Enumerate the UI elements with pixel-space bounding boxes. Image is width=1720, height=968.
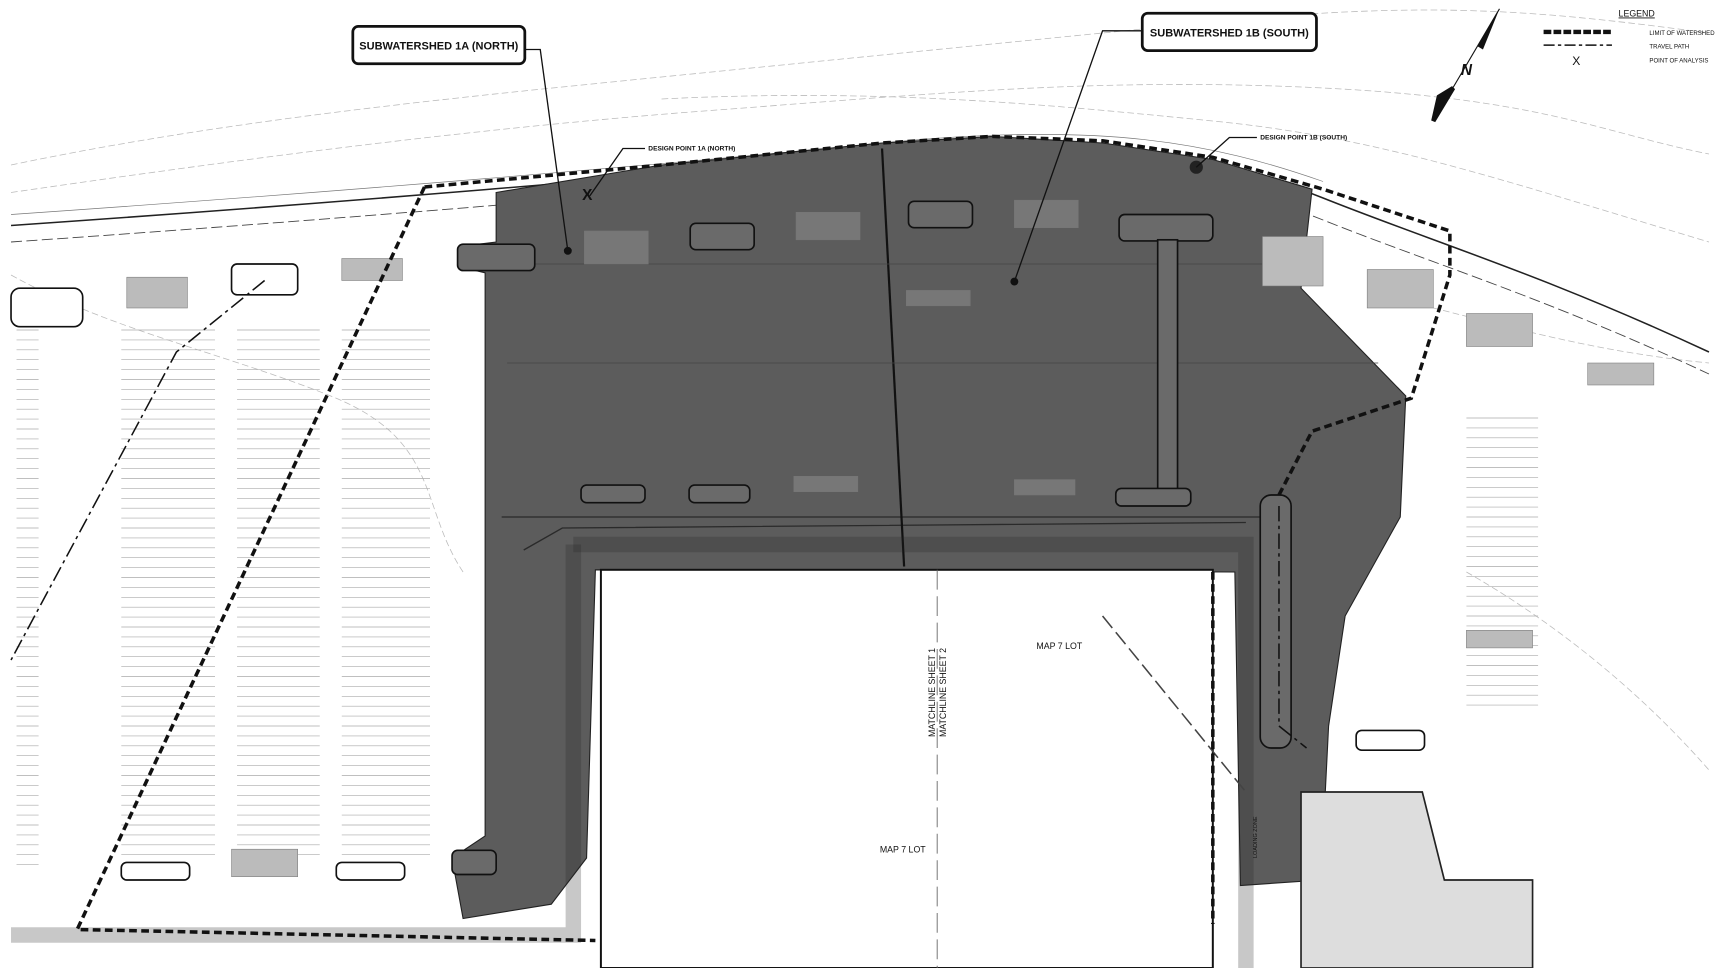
unshaded-islands — [10, 263, 1426, 881]
map-lot-lower-label: MAP 7 LOT — [880, 845, 926, 855]
legend-point-label: POINT OF ANALYSIS — [1649, 59, 1708, 65]
limit-of-watershed — [74, 134, 1452, 943]
matchline-sheet-1-label: MATCHLINE SHEET 1 — [927, 648, 937, 737]
travel-paths — [10, 279, 1308, 749]
north-arrow-icon: N — [1431, 8, 1500, 123]
point-of-analysis-north-marker: X — [582, 187, 593, 204]
topographic-contours — [10, 9, 1710, 771]
property-line — [1101, 615, 1247, 793]
subwatershed-1b-callout: SUBWATERSHED 1B (SOUTH) — [1140, 11, 1318, 52]
subwatershed-1a-label: SUBWATERSHED 1A (NORTH) — [359, 41, 518, 53]
leader-lines — [523, 30, 1257, 286]
legend: LEGEND LIMIT OF WATERSHED TRAVEL PATH X … — [1543, 9, 1715, 68]
parking-stripes — [16, 329, 1539, 865]
north-label: N — [1461, 62, 1473, 79]
landscape-islands — [451, 200, 1292, 876]
legend-travel-label: TRAVEL PATH — [1649, 44, 1689, 50]
hatched-areas — [126, 199, 1655, 877]
legend-point-symbol: X — [1572, 54, 1580, 68]
map-lot-upper-label: MAP 7 LOT — [1036, 641, 1082, 651]
design-point-1b-label: DESIGN POINT 1B (SOUTH) — [1260, 135, 1347, 142]
legend-title: LEGEND — [1619, 9, 1655, 19]
subwatershed-1a-callout: SUBWATERSHED 1A (NORTH) — [351, 25, 527, 66]
building-footprint — [11, 536, 1534, 968]
legend-limit-label: LIMIT OF WATERSHED — [1649, 31, 1715, 37]
subwatershed-1b-label: SUBWATERSHED 1B (SOUTH) — [1150, 27, 1309, 39]
design-point-1a-label: DESIGN POINT 1A (NORTH) — [648, 146, 735, 153]
loading-zone-label: LOADING ZONE — [1253, 816, 1259, 858]
matchline-sheet-2-label: MATCHLINE SHEET 2 — [938, 648, 948, 737]
